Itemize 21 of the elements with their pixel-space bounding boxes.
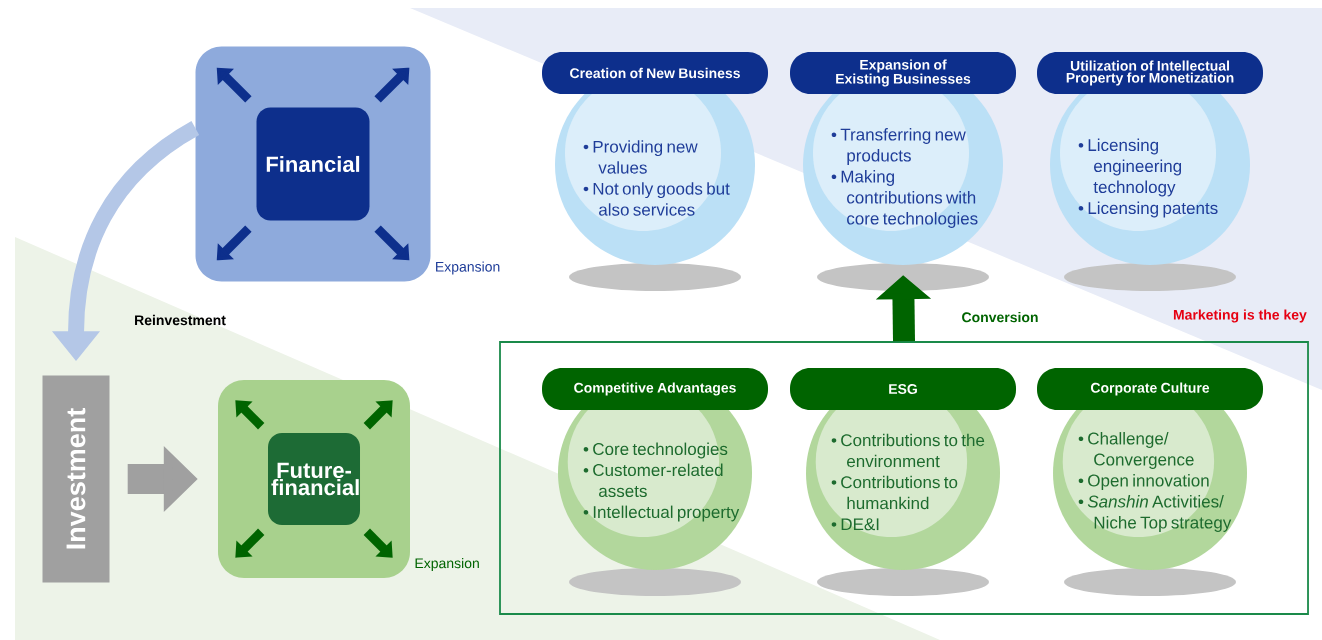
header-pill: Creation of New Business xyxy=(542,52,768,94)
beside-label: Expansion xyxy=(436,261,500,275)
investment-bar: Investment xyxy=(42,375,110,583)
header-pill: Expansion of Existing Businesses xyxy=(790,52,1016,94)
edge-label: Reinvestment xyxy=(135,314,226,326)
header-pill: Utilization of Intellectual Property for Monetization xyxy=(1037,52,1263,94)
beside-label: Expansion xyxy=(415,557,479,571)
bullet-list: • Transferring new products • Making contributions with core technologies xyxy=(831,128,978,228)
inner-square: Future-financial xyxy=(268,433,360,525)
bullet-list: • Challenge/ Convergence • Open innovation • Sanshin Activities/ Niche Top strategy xyxy=(1078,432,1232,532)
edge-label: Conversion xyxy=(962,311,1038,323)
header-pill: Corporate Culture xyxy=(1037,368,1263,410)
frame-box xyxy=(499,341,1309,615)
bullet-list: • Contributions to the environment • Contributions to humankind • DE&I xyxy=(831,433,985,531)
header-pill: ESG xyxy=(790,368,1016,410)
header-pill: Competitive Advantages xyxy=(542,368,768,410)
bullet-list: • Core technologies • Customer-related assets • Intellectual property xyxy=(583,442,740,522)
note-label: Marketing is the key xyxy=(1173,309,1307,323)
bullet-list: • Providing new values • Not only goods but also services xyxy=(583,140,730,216)
bullet-list: • Licensing engineering technology • Licensing patents xyxy=(1078,138,1218,218)
inner-square: Financial xyxy=(256,107,370,221)
